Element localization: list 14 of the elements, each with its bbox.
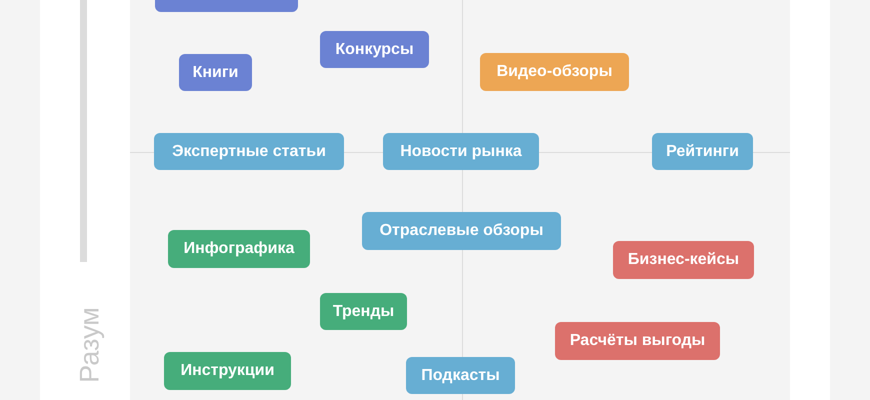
content-tag: [155, 0, 298, 12]
content-tag: Инфографика: [168, 230, 310, 268]
content-tag: Видео-обзоры: [480, 53, 629, 91]
content-tag: Расчёты выгоды: [555, 322, 720, 360]
content-tag: Отраслевые обзоры: [362, 212, 561, 250]
content-tag: Экспертные статьи: [154, 133, 344, 170]
content-tag: Бизнес-кейсы: [613, 241, 754, 279]
content-tag: Новости рынка: [383, 133, 539, 170]
content-tag: Книги: [179, 54, 252, 91]
content-tag: Рейтинги: [652, 133, 753, 170]
content-tag: Тренды: [320, 293, 407, 330]
content-tag: Инструкции: [164, 352, 291, 390]
content-tag: Конкурсы: [320, 31, 429, 68]
content-tag: Подкасты: [406, 357, 515, 394]
